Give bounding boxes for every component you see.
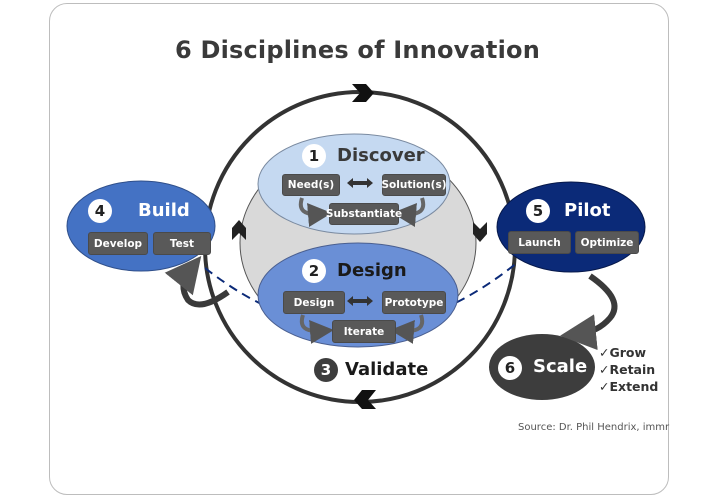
chip-needs: Need(s) <box>282 174 340 196</box>
curved-arrow-icon <box>298 197 332 227</box>
curved-arrow-icon <box>299 314 334 344</box>
chip-optimize: Optimize <box>575 231 639 254</box>
curved-arrow-icon <box>390 314 425 344</box>
scale-heading: Scale <box>533 356 588 377</box>
chevron-down-icon <box>473 222 487 242</box>
chevron-right-icon <box>352 84 374 102</box>
diagram-title: 6 Disciplines of Innovation <box>175 36 540 64</box>
outcome-extend: ✓Extend <box>599 379 659 394</box>
build-number-badge: 4 <box>88 199 112 223</box>
build-heading: Build <box>138 200 190 221</box>
pilot-heading: Pilot <box>564 200 611 221</box>
design-heading: Design <box>337 260 407 281</box>
chip-prototype: Prototype <box>382 291 446 314</box>
pilot-to-scale-arrow-icon <box>560 273 618 351</box>
chevron-left-icon <box>354 390 376 409</box>
chip-design: Design <box>283 291 345 314</box>
double-arrow-icon <box>347 296 373 306</box>
chip-iterate: Iterate <box>332 320 396 343</box>
chevron-up-icon <box>232 220 246 240</box>
curved-arrow-icon <box>392 197 426 227</box>
chip-substantiate: Substantiate <box>326 203 402 225</box>
chip-launch: Launch <box>508 231 571 254</box>
discover-number-badge: 1 <box>302 144 326 168</box>
design-number-badge: 2 <box>302 259 326 283</box>
chip-develop: Develop <box>88 232 148 255</box>
scale-outcomes: ✓Grow ✓Retain ✓Extend <box>599 344 658 395</box>
pilot-ellipse <box>496 181 646 273</box>
build-loop-arrow-icon <box>164 255 230 308</box>
chip-solutions: Solution(s) <box>382 174 447 196</box>
pilot-number-badge: 5 <box>526 199 550 223</box>
discover-heading: Discover <box>337 145 425 166</box>
outcome-retain: ✓Retain <box>599 362 656 377</box>
build-ellipse <box>66 180 216 272</box>
outcome-grow: ✓Grow <box>599 345 647 360</box>
scale-ellipse <box>489 334 595 400</box>
scale-number-badge: 6 <box>498 356 522 380</box>
chip-test: Test <box>153 232 211 255</box>
source-caption: Source: Dr. Phil Hendrix, immr <box>518 422 670 433</box>
validate-heading: Validate <box>345 359 429 380</box>
validate-number-badge: 3 <box>314 358 338 382</box>
double-arrow-icon <box>347 178 373 188</box>
